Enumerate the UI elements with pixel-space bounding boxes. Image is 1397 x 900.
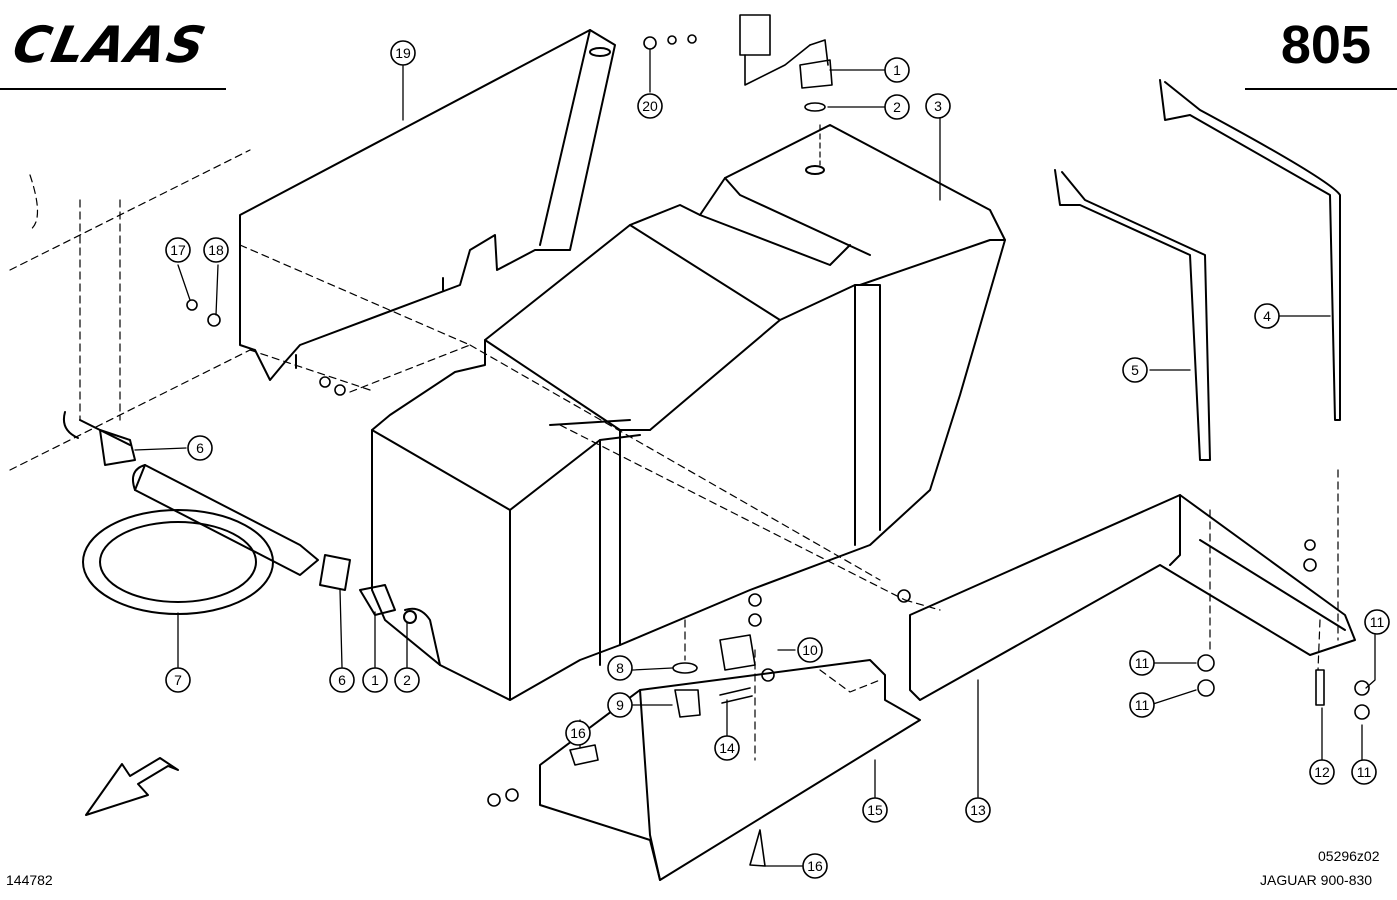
callout-label: 6: [338, 672, 346, 688]
callout-1: 1: [362, 667, 388, 693]
callout-label: 5: [1131, 362, 1139, 378]
callout-11: 11: [1129, 650, 1155, 676]
callout-2: 2: [884, 94, 910, 120]
direction-arrow: [85, 757, 179, 816]
callout-6: 6: [187, 435, 213, 461]
callout-label: 13: [970, 802, 986, 818]
callout-label: 12: [1314, 764, 1330, 780]
header-rule-right: [1245, 88, 1397, 90]
callout-16: 16: [802, 853, 828, 879]
leader-lines: [134, 49, 1376, 867]
callout-label: 9: [616, 697, 624, 713]
callout-label: 11: [1135, 697, 1150, 713]
callout-6: 6: [329, 667, 355, 693]
callout-20: 20: [637, 93, 663, 119]
callout-3: 3: [925, 93, 951, 119]
callout-10: 10: [797, 637, 823, 663]
callout-label: 18: [208, 242, 224, 258]
tank-straps: [539, 79, 1356, 881]
callout-13: 13: [965, 797, 991, 823]
model-label: JAGUAR 900-830: [1260, 872, 1373, 888]
callout-11: 11: [1351, 759, 1377, 785]
callout-2: 2: [394, 667, 420, 693]
callout-17: 17: [165, 237, 191, 263]
hose-assembly: [62, 411, 417, 624]
callout-label: 19: [395, 45, 411, 61]
callout-label: 7: [174, 672, 182, 688]
callout-label: 16: [807, 858, 823, 874]
callout-15: 15: [862, 797, 888, 823]
callout-label: 14: [719, 740, 735, 756]
header-rule-left: [0, 88, 226, 90]
callout-label: 6: [196, 440, 204, 456]
callout-label: 11: [1370, 614, 1385, 630]
callout-label: 1: [893, 62, 901, 78]
fuel-tank: [371, 124, 1006, 701]
callout-label: 15: [867, 802, 883, 818]
callout-18: 18: [203, 237, 229, 263]
fasteners: [186, 14, 1370, 867]
callout-label: 16: [570, 725, 586, 741]
callout-label: 11: [1357, 764, 1372, 780]
callout-label: 20: [642, 98, 658, 114]
callout-9: 9: [607, 692, 633, 718]
callout-11: 11: [1129, 692, 1155, 718]
callout-label: 4: [1263, 308, 1271, 324]
callout-8: 8: [607, 655, 633, 681]
callout-16: 16: [565, 720, 591, 746]
callout-label: 2: [893, 99, 901, 115]
callout-label: 10: [802, 642, 818, 658]
callout-label: 17: [170, 242, 186, 258]
page-number: 805: [1280, 15, 1371, 75]
callout-11: 11: [1364, 609, 1390, 635]
callout-label: 8: [616, 660, 624, 676]
machine-outline-dashed: [9, 149, 1339, 761]
callout-7: 7: [165, 667, 191, 693]
callout-19: 19: [390, 40, 416, 66]
callout-label: 3: [934, 98, 942, 114]
callout-label: 2: [403, 672, 411, 688]
callout-5: 5: [1122, 357, 1148, 383]
callout-1: 1: [884, 57, 910, 83]
callout-14: 14: [714, 735, 740, 761]
heat-shield-panel: [239, 29, 616, 381]
drawing-ref-right: 05296z02: [1318, 848, 1380, 864]
drawing-ref-left: 144782: [6, 872, 53, 888]
callout-label: 11: [1135, 655, 1150, 671]
callout-4: 4: [1254, 303, 1280, 329]
callout-label: 1: [371, 672, 379, 688]
callout-12: 12: [1309, 759, 1335, 785]
